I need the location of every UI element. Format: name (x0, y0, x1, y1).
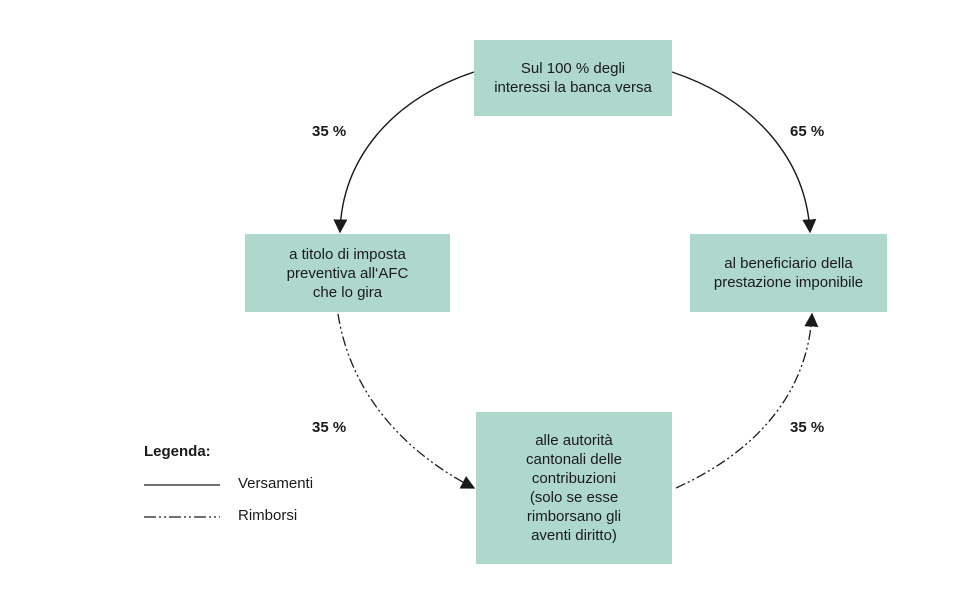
node-text-line: aventi diritto) (531, 527, 617, 544)
node-beneficiary: al beneficiario della prestazione imponi… (690, 234, 887, 312)
percentage-bottom-right: 35 % (790, 419, 825, 436)
legend-label-refunds: Rimborsi (238, 507, 298, 524)
node-cantonal-authorities: alle autorità cantonali delle contribuzi… (476, 412, 672, 564)
percentage-top-right: 65 % (790, 123, 825, 140)
arrow-top-to-right (671, 71, 817, 234)
percentage-top-left: 35 % (312, 123, 347, 140)
node-text-line: preventiva all‘AFC (286, 264, 409, 282)
node-text-line: Sul 100 % degli (520, 60, 626, 77)
node-bank-pays-interest: Sul 100 % degli interessi la banca versa (474, 40, 672, 116)
node-text-line: rimborsano gli (526, 508, 622, 525)
arrow-left-to-bottom (337, 313, 476, 489)
node-text-line: che lo gira (312, 283, 383, 301)
percentage-bottom-left: 35 % (312, 419, 347, 436)
node-text-line: contribuzioni (531, 470, 617, 487)
node-withholding-tax-afc: a titolo di imposta preventiva all‘AFC c… (245, 234, 450, 312)
arrow-bottom-to-right (675, 312, 819, 489)
legend-title: Legenda: (144, 443, 211, 460)
node-text-line: a titolo di imposta (289, 245, 406, 263)
node-text-line: cantonali delle (526, 451, 622, 468)
node-text-line: alle autorità (535, 432, 613, 449)
arrow-top-to-left (333, 71, 475, 234)
node-text-line: al beneficiario della (724, 255, 853, 272)
legend-label-payments: Versamenti (238, 475, 314, 492)
node-text-line: (solo se esse (529, 489, 619, 506)
node-text-line: prestazione imponibile (713, 274, 864, 291)
node-text-line: interessi la banca versa (494, 79, 652, 96)
